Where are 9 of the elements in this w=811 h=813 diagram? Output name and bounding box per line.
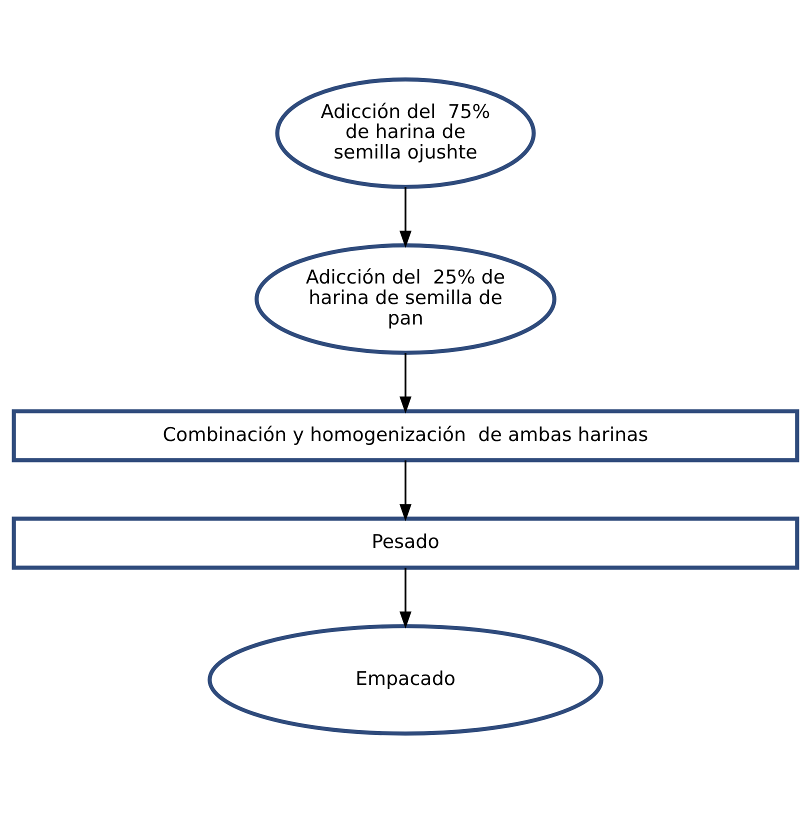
node-box: Pesado: [12, 516, 800, 570]
arrow: [400, 568, 412, 629]
node-ellipse: Adicción del 75% de harina de semilla ojushte: [275, 77, 536, 189]
node-ellipse: Empacado: [208, 624, 604, 736]
arrow: [400, 460, 412, 522]
arrow: [400, 352, 412, 414]
node-ellipse: Adicción del 25% de harina de semilla de pan: [254, 243, 556, 355]
node-box: Combinación y homogenización de ambas harinas: [12, 409, 800, 462]
arrow: [400, 187, 412, 248]
